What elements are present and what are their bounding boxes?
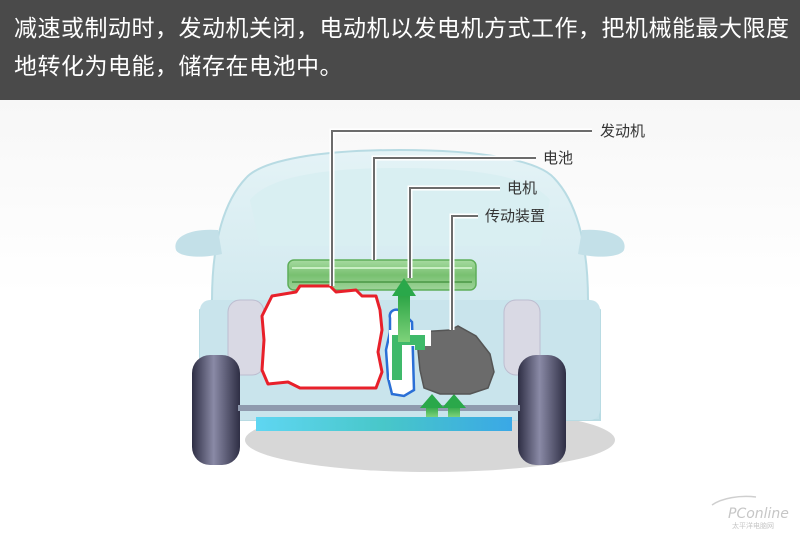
label-battery: 电池 xyxy=(543,149,573,167)
leader-lines xyxy=(329,128,592,330)
axle xyxy=(238,405,520,411)
battery xyxy=(287,259,477,291)
motor-to-battery-arrow xyxy=(389,278,431,380)
transmission xyxy=(417,325,495,395)
caption-text: 减速或制动时，发动机关闭，电动机以发电机方式工作，把机械能最大限度地转化为电能，… xyxy=(14,16,790,80)
label-motor: 电机 xyxy=(507,179,537,197)
label-transmission: 传动装置 xyxy=(485,207,545,225)
engine xyxy=(260,284,384,390)
watermark-brand: PConline xyxy=(728,506,789,522)
flow-arrow-right xyxy=(442,394,466,417)
flow-arrow-left xyxy=(420,394,444,417)
label-engine: 发动机 xyxy=(600,122,645,140)
energy-flow-bar xyxy=(256,417,512,431)
front-wheels xyxy=(192,355,566,465)
caption-bar: 减速或制动时，发动机关闭，电动机以发电机方式工作，把机械能最大限度地转化为电能，… xyxy=(0,0,800,100)
watermark-logo: PConline 太平洋电脑网 xyxy=(711,495,789,530)
watermark-sub: 太平洋电脑网 xyxy=(732,521,774,530)
